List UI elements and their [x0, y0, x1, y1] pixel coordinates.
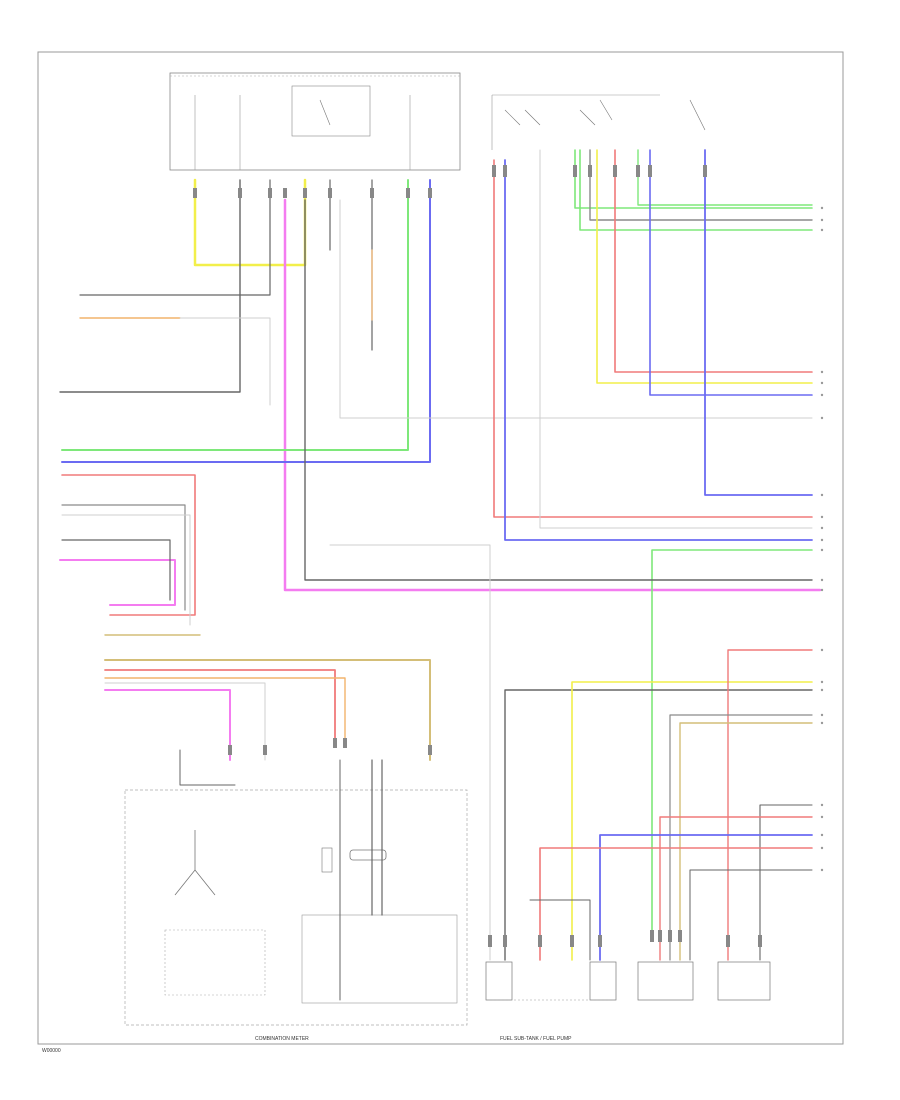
terminal-dot: [820, 803, 824, 807]
wire-dark-bottom-3: [689, 869, 813, 961]
wire-light-left-1: [61, 514, 191, 626]
wire-blue-center: [61, 179, 431, 463]
wire-green-center: [61, 179, 409, 451]
top-ecu-inner-relay: [291, 85, 371, 137]
terminal-dot: [820, 688, 824, 692]
wire-gray-bottom: [669, 714, 813, 961]
wire-blue-bottom: [599, 834, 813, 961]
terminal-dot: [820, 526, 824, 530]
terminal-dot: [820, 206, 824, 210]
meter-gauge: [349, 849, 387, 861]
wire-red-left: [61, 474, 196, 616]
connector-box-4: [717, 961, 771, 1001]
caption-fuel-sub-tank: FUEL SUB-TANK / FUEL PUMP: [500, 1036, 572, 1042]
wire-green-right-3: [637, 149, 813, 206]
wire-light-right: [339, 199, 813, 419]
terminal-dot: [820, 416, 824, 420]
terminal-dot: [820, 393, 824, 397]
terminal-dot: [820, 833, 824, 837]
wire-blue-right-2: [704, 149, 813, 496]
meter-inner-box: [301, 914, 458, 1004]
wire-gray-left-1: [61, 504, 186, 611]
wire-red-bottom-3: [539, 847, 813, 961]
wire-yellow-top: [193, 178, 307, 267]
connector-box-2: [589, 961, 617, 1001]
wire-dark-bottom: [504, 689, 813, 961]
wire-yellow-right: [596, 149, 813, 384]
terminal-dot: [820, 515, 824, 519]
terminal-dot: [820, 381, 824, 385]
wire-green-right-2: [579, 149, 813, 231]
terminal-dot: [820, 588, 824, 592]
wire-blue-right-1: [649, 149, 813, 396]
terminal-dot: [820, 370, 824, 374]
terminal-dot: [820, 218, 824, 222]
wire-light-top-left: [179, 317, 271, 406]
combination-meter-box: [124, 789, 468, 1026]
wire-set: [59, 149, 822, 1001]
wire-orange-meter: [104, 677, 346, 746]
terminal-dot: [820, 538, 824, 542]
wire-dark-top-left: [79, 179, 271, 296]
wire-magenta-main: [283, 198, 822, 592]
meter-ground-box: [164, 929, 266, 996]
meter-resistor: [321, 847, 333, 873]
wire-blue-right-3: [504, 159, 813, 541]
terminal-dot: [820, 648, 824, 652]
wire-magenta-left: [59, 559, 176, 606]
wire-light-bottom: [329, 544, 491, 961]
wire-dark-mid: [304, 199, 813, 581]
top-ecu-box: [169, 72, 461, 171]
wire-yellow-bottom: [571, 681, 813, 961]
wire-green-down: [651, 549, 813, 931]
connector-box-3: [637, 961, 694, 1001]
terminal-dot: [820, 868, 824, 872]
terminal-dot: [820, 815, 824, 819]
wire-red-bottom-2: [659, 816, 813, 961]
wire-light-right-2: [539, 149, 813, 529]
terminal-dots: [820, 206, 824, 872]
terminal-dot: [820, 713, 824, 717]
caption-combination-meter: COMBINATION METER: [255, 1036, 309, 1042]
terminal-dot: [820, 578, 824, 582]
wire-tan-bottom: [679, 722, 813, 961]
wire-gray-right: [589, 149, 813, 221]
wire-red-bottom: [727, 649, 813, 961]
wire-tan-meter: [104, 659, 431, 761]
terminal-dot: [820, 493, 824, 497]
connector-pins: [193, 165, 762, 947]
wire-dark-bottom-2: [759, 804, 813, 961]
wire-green-right-1: [574, 149, 813, 209]
connector-box-1: [485, 961, 513, 1001]
wire-red-meter: [104, 669, 336, 746]
wire-magenta-meter: [104, 689, 231, 761]
terminal-dot: [820, 228, 824, 232]
terminal-dot: [820, 680, 824, 684]
wire-dark-left-2: [61, 539, 171, 601]
wire-red-right-1: [614, 149, 813, 373]
terminal-dot: [820, 846, 824, 850]
diagram-frame: [37, 51, 844, 1045]
wire-dark-bottom-4: [529, 899, 591, 961]
wire-red-right-2: [493, 159, 813, 518]
terminal-dot: [820, 721, 824, 725]
wire-light-meter: [104, 682, 266, 761]
caption-corner-label: W00000: [42, 1048, 61, 1054]
terminal-dot: [820, 548, 824, 552]
wire-dark-meter: [179, 749, 236, 786]
wire-dark-left: [59, 179, 241, 393]
